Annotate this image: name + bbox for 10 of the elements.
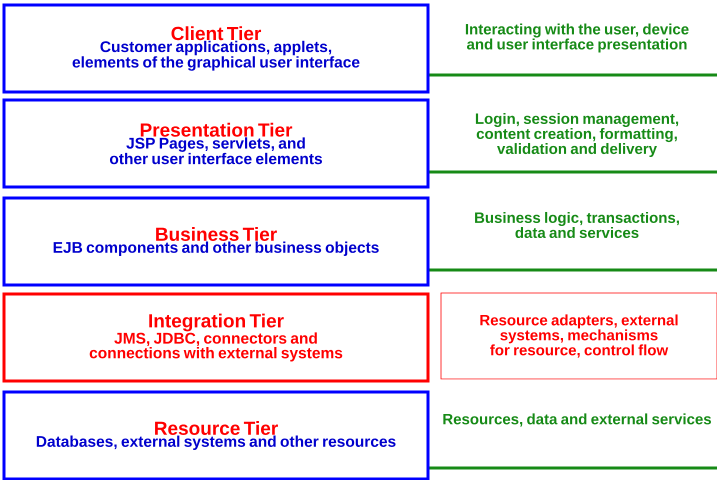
- tier-box: Resource Tier Databases, external systems and other resources: [2, 390, 430, 480]
- description-text: Login, session management, content creation, formatting, validation and delivery: [476, 112, 678, 158]
- description-box: Resource adapters, external systems, mechanisms for resource, control flow: [440, 292, 717, 380]
- tier-box: Integration Tier JMS, JDBC, connectors and connections with external systems: [2, 292, 430, 382]
- tier-box: Presentation Tier JSP Pages, servlets, and other user interface elements: [2, 98, 430, 188]
- description-text: Resources, data and external services: [443, 413, 711, 427]
- tier-box: Client Tier Customer applications, applets, elements of the graphical user interface: [2, 4, 430, 94]
- description-text: Business logic, transactions, data and services: [475, 212, 679, 238]
- tier-box: Business Tier EJB components and other business objects: [2, 196, 430, 286]
- description-text: Interacting with the user, device and user interface presentation: [466, 24, 689, 52]
